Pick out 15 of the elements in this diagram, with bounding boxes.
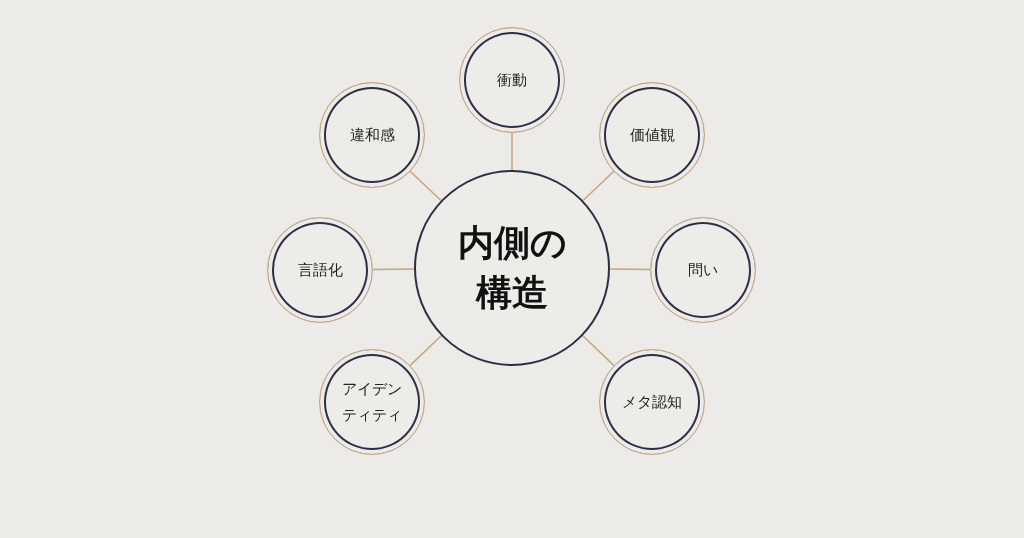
connector-line (511, 132, 513, 171)
connector-line (609, 268, 651, 271)
topic-label: 問い (688, 260, 718, 281)
topic-label: 言語化 (297, 260, 343, 281)
center-title: 内側の構造 (457, 221, 567, 315)
topic-label: 価値観 (629, 125, 675, 146)
topic-label: アイデンティティ (341, 379, 403, 426)
connector-line (372, 268, 415, 271)
topic-label: 衝動 (497, 70, 527, 91)
connector-line (582, 335, 615, 367)
connector-line (409, 170, 442, 202)
connector-line (409, 335, 442, 367)
connector-line (582, 170, 615, 202)
topic-label: 違和感 (349, 125, 395, 146)
topic-label: メタ認知 (622, 392, 682, 413)
